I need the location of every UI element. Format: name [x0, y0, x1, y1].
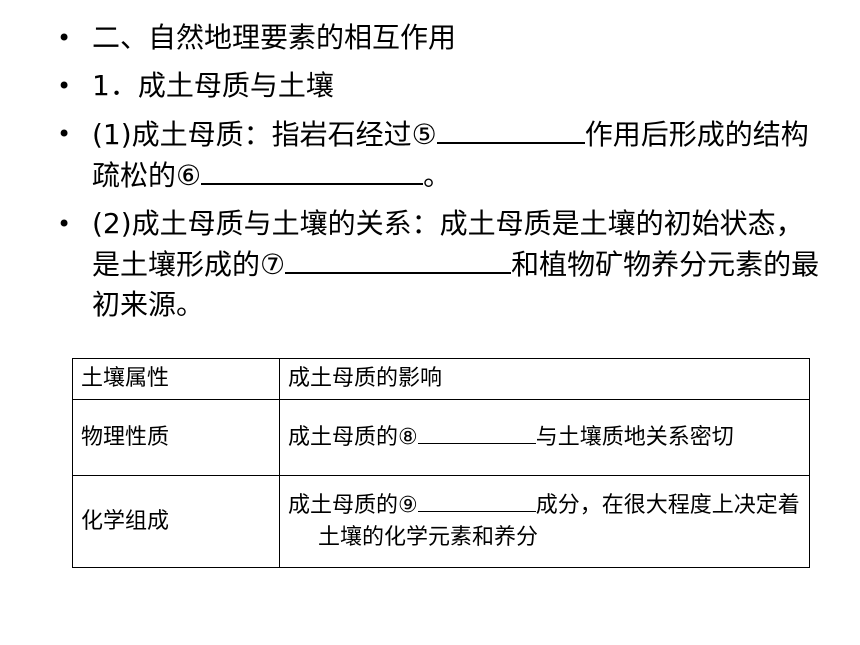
section-heading: 二、自然地理要素的相互作用 — [92, 21, 457, 54]
bullet-marker: • — [57, 72, 72, 100]
bullet-list: • 二、自然地理要素的相互作用 • 1．成土母质与土壤 • (1)成土母质：指岩… — [55, 18, 830, 333]
bullet-marker: • — [57, 24, 72, 52]
effect-text-b: 与土壤质地关系密切 — [535, 425, 734, 450]
fill-blank-7 — [285, 244, 512, 274]
table-cell-attr: 化学组成 — [72, 475, 280, 568]
table-header-attr: 土壤属性 — [72, 358, 280, 400]
bullet-marker: • — [57, 210, 72, 238]
table-row: 物理性质 成土母质的⑧ 与土壤质地关系密切 — [72, 399, 810, 476]
fill-blank-5 — [436, 114, 585, 144]
definition-text-a: (1)成土母质：指岩石经过⑤ — [92, 118, 437, 151]
table-cell-attr: 物理性质 — [72, 399, 280, 476]
effect-text-a: 成土母质的⑨ — [288, 493, 418, 518]
table-cell-effect: 成土母质的⑧ 与土壤质地关系密切 — [279, 399, 810, 476]
definition-text-b: 作用后形成的结构疏松的⑥ — [92, 118, 809, 192]
table-header-row: 土壤属性 成土母质的影响 — [72, 358, 810, 400]
effect-text-a: 成土母质的⑧ — [288, 425, 418, 450]
relation-text-a: (2)成土母质与土壤的关系：成土母质是土壤的初始状态，是土壤形成的⑦ — [92, 207, 804, 281]
fill-blank-6 — [201, 155, 424, 185]
relation-text-b: 和植物矿物养分元素的最初来源。 — [92, 248, 820, 321]
effect-text-b: 成分，在很大程度上决定着土壤的化学元素和养分 — [318, 493, 800, 550]
soil-property-table: 土壤属性 成土母质的影响 物理性质 成土母质的⑧ 与土壤质地关系密切 化学组成 成… — [72, 358, 810, 568]
sub-heading: 1．成土母质与土壤 — [92, 69, 334, 102]
definition-text-c: 。 — [423, 159, 452, 192]
bullet-item-heading: • 二、自然地理要素的相互作用 — [55, 18, 830, 58]
bullet-marker: • — [57, 120, 72, 148]
table-header-effect: 成土母质的影响 — [279, 358, 810, 400]
fill-blank-9 — [417, 489, 536, 512]
fill-blank-8 — [417, 421, 536, 444]
bullet-item-subheading: • 1．成土母质与土壤 — [55, 66, 830, 106]
